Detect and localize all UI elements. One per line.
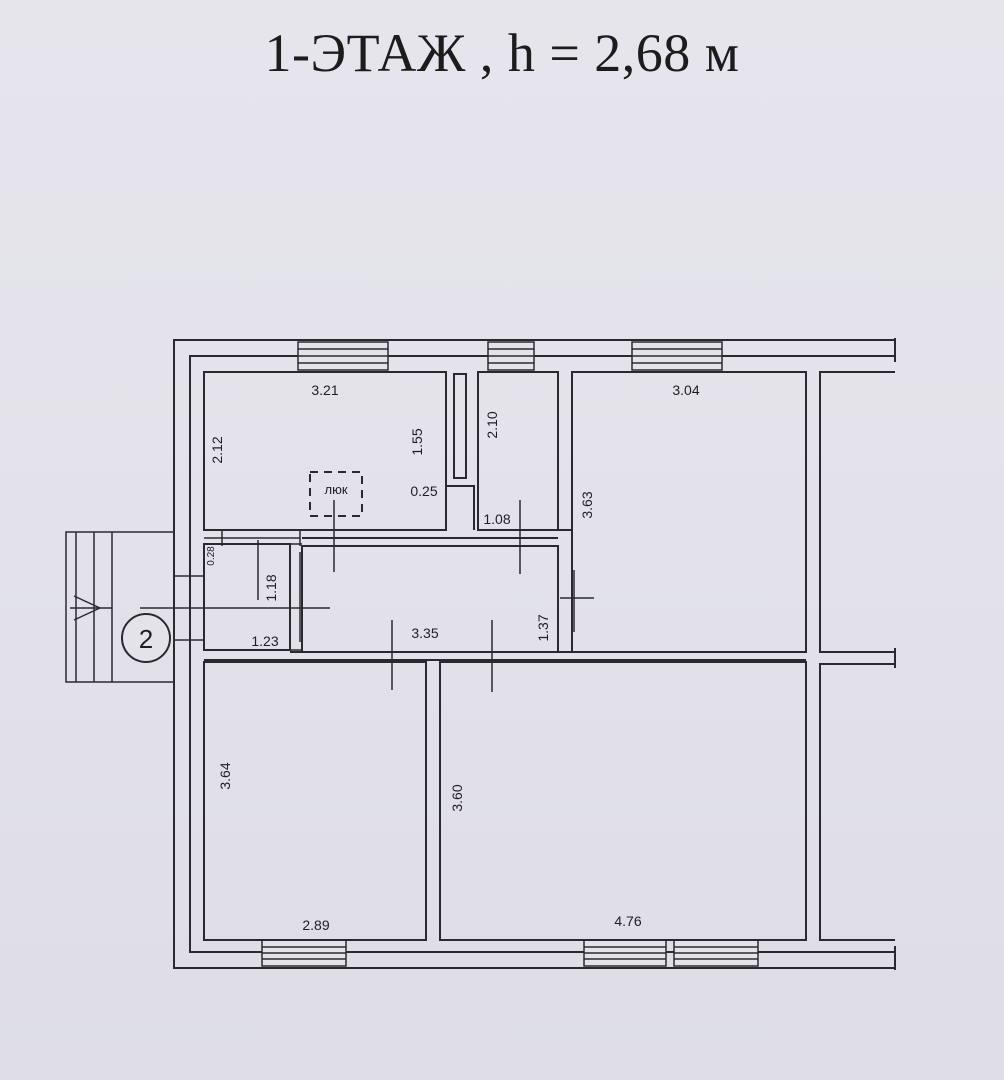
dim-closet-width: 1.08	[483, 511, 510, 527]
dim-vestibule-height: 1.18	[263, 574, 279, 601]
room-bottom-middle	[439, 661, 807, 941]
outer-walls	[173, 338, 896, 970]
dim-vestibule-width: 1.23	[251, 633, 278, 649]
dim-bottom-mid-width: 4.76	[614, 913, 641, 929]
floor-title: 1-ЭТАЖ , h = 2,68 м	[264, 23, 740, 83]
dim-hall-width: 3.35	[411, 625, 438, 641]
vestibule	[203, 543, 291, 651]
door-marks	[140, 500, 594, 692]
dim-bottom-mid-height: 3.60	[449, 784, 465, 811]
bottom-windows	[261, 939, 759, 967]
room-east-bottom	[819, 663, 895, 941]
top-windows	[297, 341, 723, 371]
dim-hall-height: 1.37	[535, 614, 551, 641]
room-top-left	[203, 371, 447, 531]
dim-vestibule-gap: 0.28	[206, 546, 217, 566]
dim-top-right-width: 3.04	[672, 382, 699, 398]
dim-top-right-height: 3.63	[579, 491, 595, 518]
closet	[477, 371, 559, 531]
room-top-right	[571, 371, 807, 653]
dim-top-left-width: 3.21	[311, 382, 338, 398]
dim-bottom-left-width: 2.89	[302, 917, 329, 933]
entrance-marker	[121, 613, 171, 663]
niche	[453, 373, 467, 479]
dim-top-left-height: 2.12	[209, 436, 225, 463]
dimension-labels: 3.21 2.12 1.55 0.25 2.10 1.08 3.04 3.63 …	[206, 382, 700, 933]
dim-niche-height: 1.55	[409, 428, 425, 455]
room-bottom-left	[203, 661, 427, 941]
entrance-number: 2	[139, 624, 153, 654]
porch-steps	[65, 531, 204, 683]
dim-niche-depth: 0.25	[410, 483, 437, 499]
hatch-outline	[309, 471, 363, 517]
hatch-label: люк	[324, 482, 347, 497]
room-east-top	[819, 371, 895, 653]
dim-closet-height: 2.10	[484, 411, 500, 438]
dim-bottom-left-height: 3.64	[217, 762, 233, 789]
